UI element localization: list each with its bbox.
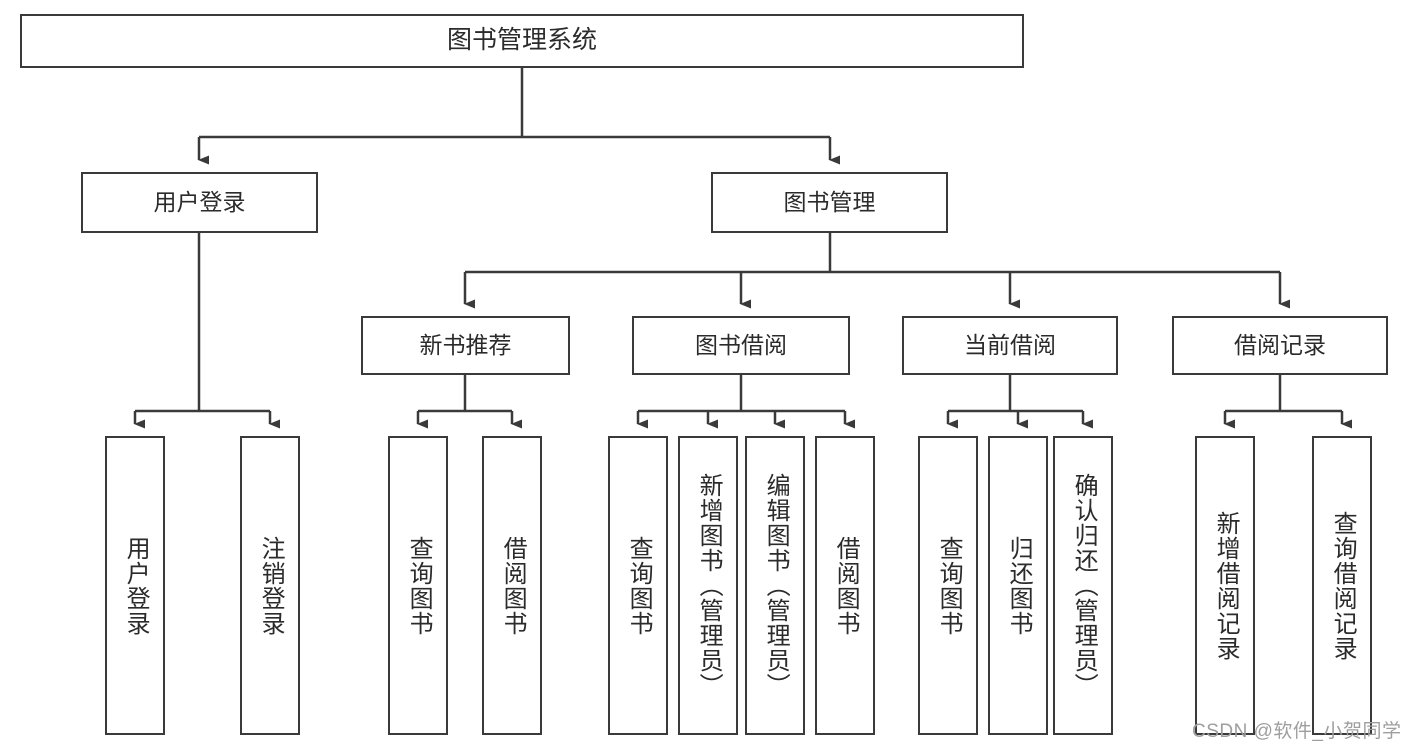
node-leaf-confirm-return-admin[interactable]: 确认归还（管理员） bbox=[1053, 436, 1113, 735]
node-leaf-add-book-admin-label: 新增图书（管理员） bbox=[695, 473, 723, 698]
node-leaf-add-book-admin[interactable]: 新增图书（管理员） bbox=[678, 436, 738, 735]
node-leaf-user-login[interactable]: 用户登录 bbox=[105, 436, 165, 735]
node-leaf-query-book-current-label: 查询图书 bbox=[935, 535, 963, 636]
node-book-borrow-label: 图书借阅 bbox=[695, 331, 787, 358]
node-borrow-record-label: 借阅记录 bbox=[1234, 331, 1326, 358]
node-leaf-query-book-borrow[interactable]: 查询图书 bbox=[608, 436, 668, 735]
node-new-book-recommend-label: 新书推荐 bbox=[419, 331, 512, 358]
node-leaf-query-book-recommend[interactable]: 查询图书 bbox=[388, 436, 448, 735]
node-leaf-add-borrow-record[interactable]: 新增借阅记录 bbox=[1195, 436, 1255, 735]
node-leaf-query-book-recommend-label: 查询图书 bbox=[405, 535, 433, 636]
node-book-management[interactable]: 图书管理 bbox=[711, 172, 948, 233]
node-current-borrow[interactable]: 当前借阅 bbox=[902, 316, 1118, 375]
node-borrow-record[interactable]: 借阅记录 bbox=[1172, 316, 1388, 375]
csdn-watermark: CSDN @软件_小贺同学 bbox=[1192, 721, 1402, 742]
node-leaf-borrow-book-label: 借阅图书 bbox=[832, 535, 860, 636]
node-leaf-user-login-label: 用户登录 bbox=[122, 535, 150, 636]
node-leaf-return-book[interactable]: 归还图书 bbox=[988, 436, 1048, 735]
node-leaf-logout-label: 注销登录 bbox=[257, 535, 285, 636]
node-leaf-query-book-current[interactable]: 查询图书 bbox=[918, 436, 978, 735]
node-leaf-logout[interactable]: 注销登录 bbox=[240, 436, 300, 735]
node-leaf-return-book-label: 归还图书 bbox=[1005, 535, 1033, 636]
node-book-borrow[interactable]: 图书借阅 bbox=[632, 316, 850, 375]
node-new-book-recommend[interactable]: 新书推荐 bbox=[361, 316, 570, 375]
node-user-login[interactable]: 用户登录 bbox=[81, 172, 318, 233]
node-leaf-query-borrow-record[interactable]: 查询借阅记录 bbox=[1312, 436, 1372, 735]
node-leaf-query-borrow-record-label: 查询借阅记录 bbox=[1329, 510, 1357, 661]
node-user-login-label: 用户登录 bbox=[153, 188, 246, 215]
node-book-management-label: 图书管理 bbox=[783, 188, 876, 215]
node-leaf-edit-book-admin-label: 编辑图书（管理员） bbox=[762, 473, 790, 698]
node-leaf-confirm-return-admin-label: 确认归还（管理员） bbox=[1070, 473, 1098, 698]
node-leaf-edit-book-admin[interactable]: 编辑图书（管理员） bbox=[745, 436, 805, 735]
node-root[interactable]: 图书管理系统 bbox=[20, 14, 1024, 68]
node-leaf-borrow-book-recommend-label: 借阅图书 bbox=[499, 535, 527, 636]
node-leaf-query-book-borrow-label: 查询图书 bbox=[625, 535, 653, 636]
node-leaf-add-borrow-record-label: 新增借阅记录 bbox=[1212, 510, 1240, 661]
node-root-label: 图书管理系统 bbox=[446, 26, 597, 55]
node-leaf-borrow-book-recommend[interactable]: 借阅图书 bbox=[482, 436, 542, 735]
node-leaf-borrow-book[interactable]: 借阅图书 bbox=[815, 436, 875, 735]
node-current-borrow-label: 当前借阅 bbox=[964, 331, 1056, 358]
